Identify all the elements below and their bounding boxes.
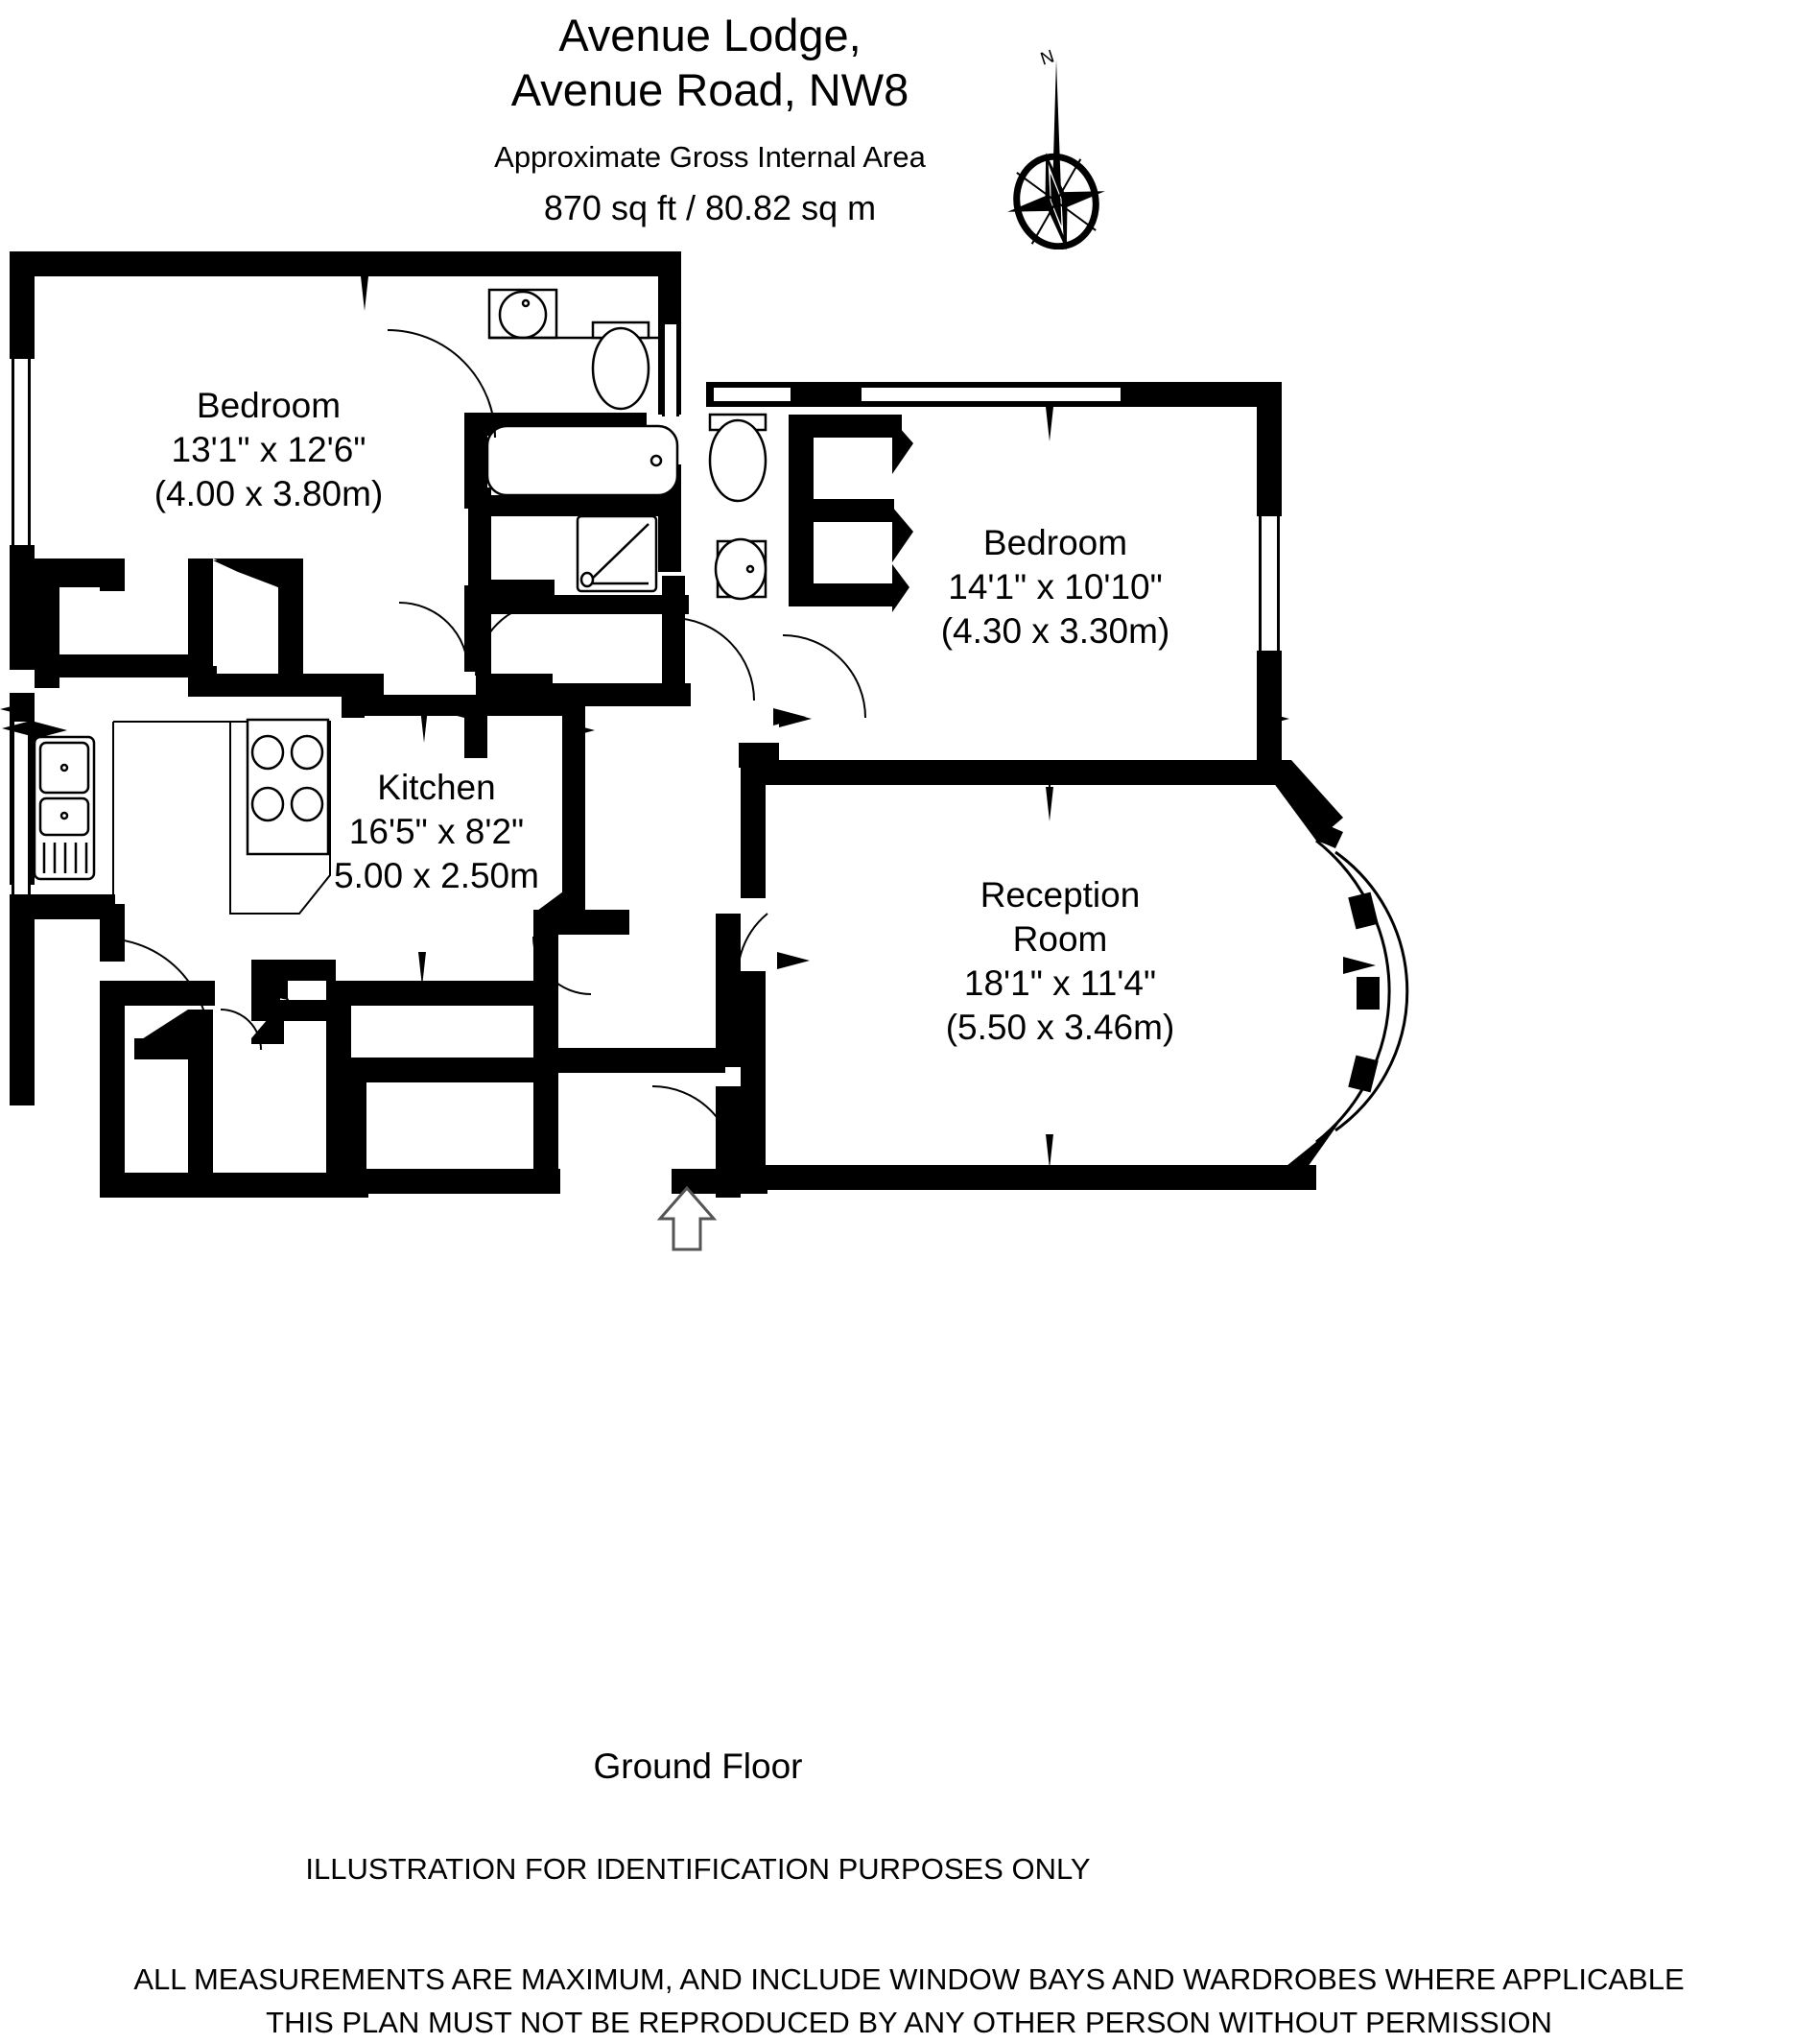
washbasin-icon-2: [714, 537, 767, 601]
room-name: Kitchen: [377, 768, 496, 807]
disclaimer-line-1: ALL MEASUREMENTS ARE MAXIMUM, AND INCLUD…: [133, 1962, 1685, 1996]
compass-north-label: N: [1038, 47, 1057, 70]
area-subtitle: Approximate Gross Internal Area: [494, 140, 926, 174]
shower-tray-icon: [576, 514, 658, 593]
fixtures: [33, 288, 767, 915]
toilet-icon-2: [708, 413, 767, 503]
washbasin-icon: [487, 288, 558, 340]
room-label-bedroom-1: Bedroom 13'1" x 12'6" (4.00 x 3.80m): [86, 384, 451, 516]
room-label-bedroom-2: Bedroom 14'1" x 10'10" (4.30 x 3.30m): [863, 521, 1247, 654]
disclaimer: ALL MEASUREMENTS ARE MAXIMUM, AND INCLUD…: [0, 1958, 1818, 2044]
room-imperial-dimensions: 18'1" x 11'4": [963, 963, 1157, 1003]
room-imperial-dimensions: 16'5" x 8'2": [348, 812, 525, 851]
page-title-line-2: Avenue Road, NW8: [510, 64, 909, 115]
bay-mullions: [1348, 891, 1380, 1093]
bathtub-icon: [485, 424, 679, 497]
dimension-arrows: [0, 276, 1376, 1169]
compass-rose-icon: N: [993, 38, 1127, 270]
toilet-icon: [591, 321, 650, 411]
page-title-line-1: Avenue Lodge,: [558, 10, 862, 60]
disclaimer-line-2: THIS PLAN MUST NOT BE REPRODUCED BY ANY …: [266, 2006, 1552, 2039]
room-name-line-2: Room: [1012, 919, 1108, 959]
hob-icon: [246, 718, 330, 856]
room-name: Reception: [980, 875, 1141, 915]
walls: [10, 251, 1343, 1198]
room-metric-dimensions: 5.00 x 2.50m: [334, 856, 539, 895]
entrance-arrow-icon: [656, 1185, 718, 1251]
room-metric-dimensions: (4.30 x 3.30m): [940, 611, 1170, 651]
room-metric-dimensions: (5.50 x 3.46m): [945, 1008, 1175, 1047]
area-value: 870 sq ft / 80.82 sq m: [543, 188, 877, 227]
room-label-kitchen: Kitchen 16'5" x 8'2" 5.00 x 2.50m: [249, 766, 624, 898]
door-swings: [103, 329, 866, 1170]
room-metric-dimensions: (4.00 x 3.80m): [153, 474, 384, 513]
room-name: Bedroom: [982, 523, 1128, 562]
room-imperial-dimensions: 13'1" x 12'6": [171, 430, 366, 469]
plan-header: Avenue Lodge, Avenue Road, NW8 Approxima…: [0, 0, 1420, 230]
illustration-notice: ILLUSTRATION FOR IDENTIFICATION PURPOSES…: [305, 1852, 1091, 1886]
room-label-reception-room: Reception Room 18'1" x 11'4" (5.50 x 3.4…: [868, 873, 1252, 1050]
floor-name: Ground Floor: [593, 1747, 803, 1786]
room-imperial-dimensions: 14'1" x 10'10": [948, 567, 1163, 606]
bay-window: [1315, 823, 1409, 1144]
room-name: Bedroom: [196, 386, 342, 425]
kitchen-sink-icon: [33, 735, 96, 881]
floorplan-drawing: [0, 242, 1818, 1259]
